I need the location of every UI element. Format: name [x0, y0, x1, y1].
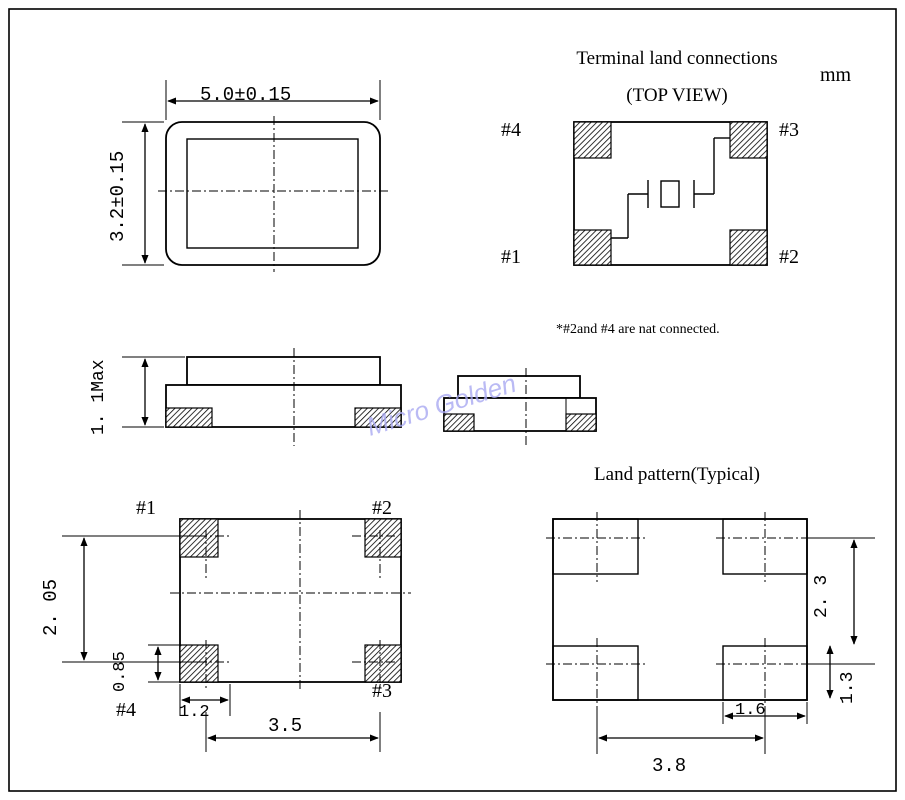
bottom-pin4-label: #4	[116, 699, 136, 721]
terminal-pin3-label: #3	[779, 119, 799, 141]
end-view-pad-right	[565, 413, 597, 432]
top-view-height-label: 3.2±0.15	[107, 151, 129, 242]
bottom-pitch-h-label: 3.5	[268, 715, 302, 737]
side-view-pad-right	[354, 407, 402, 428]
terminal-pad-1	[573, 229, 612, 266]
terminal-connections: Terminal land connections (TOP VIEW) mm …	[501, 48, 852, 337]
side-view: 1. 1Max	[89, 348, 402, 446]
bottom-view-pad-4	[179, 644, 219, 683]
terminal-pad-3	[729, 121, 768, 159]
bottom-pitch-v-label: 2. 05	[40, 579, 62, 636]
side-view-height-label: 1. 1Max	[89, 359, 109, 435]
terminal-pad-4	[573, 121, 612, 159]
top-view-lid	[186, 138, 359, 249]
terminal-title: Terminal land connections	[576, 48, 777, 69]
terminal-pad-2	[729, 229, 768, 266]
top-view-width-label: 5.0±0.15	[200, 84, 291, 106]
land-pitch-h-label: 3.8	[652, 755, 686, 777]
bottom-pin1-label: #1	[136, 497, 156, 519]
bottom-view-pad-3	[364, 644, 402, 683]
land-pad-w-label: 1.6	[735, 701, 766, 720]
top-view: 5.0±0.15 3.2±0.15	[107, 80, 390, 272]
land-pad-top-left	[552, 518, 639, 575]
units-label: mm	[820, 64, 852, 86]
terminal-pin4-label: #4	[501, 119, 521, 141]
end-view-pad-left	[443, 413, 475, 432]
bottom-view-pad-1	[179, 518, 219, 558]
bottom-pin3-label: #3	[372, 680, 392, 702]
crystal-symbol	[611, 137, 730, 239]
bottom-view-pad-2	[364, 518, 402, 558]
terminal-pin1-label: #1	[501, 246, 521, 268]
land-pattern-title: Land pattern(Typical)	[594, 464, 760, 485]
land-pattern: Land pattern(Typical) 2. 3 1.3 1.6 3.8	[546, 464, 875, 777]
bottom-pad-h-label: 0.85	[111, 651, 130, 692]
side-view-pad-left	[165, 407, 213, 428]
land-pattern-outline	[552, 518, 808, 701]
bottom-pin2-label: #2	[372, 497, 392, 519]
land-gap-v-label: 2. 3	[812, 575, 832, 618]
bottom-view: #1 #2 #4 #3 2. 05 0.85 1.2 3.5	[40, 497, 411, 752]
land-pad-bottom-left	[552, 645, 639, 701]
top-view-body	[165, 121, 381, 266]
terminal-subtitle: (TOP VIEW)	[626, 85, 728, 106]
land-pad-h-label: 1.3	[838, 672, 858, 704]
end-view	[443, 368, 597, 446]
connection-note: *#2and #4 are nat connected.	[556, 322, 720, 337]
bottom-pad-w-label: 1.2	[179, 703, 210, 722]
drawing-border	[8, 8, 897, 792]
terminal-pin2-label: #2	[779, 246, 799, 268]
